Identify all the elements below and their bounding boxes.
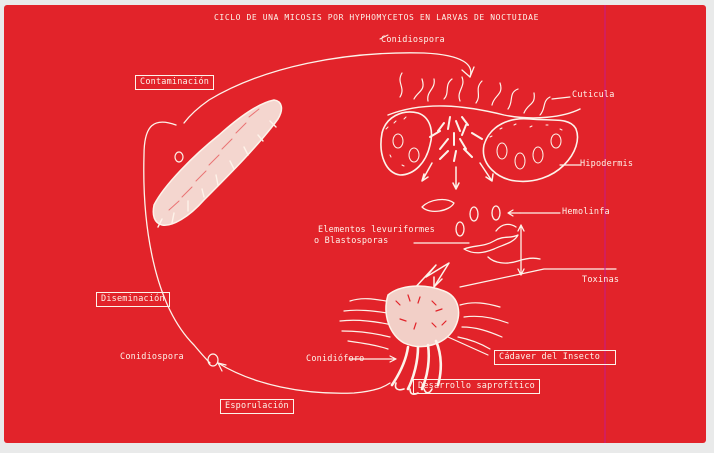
label-toxinas: Toxinas xyxy=(582,275,619,285)
label-elementos-line2: o Blastosporas xyxy=(314,236,388,246)
life-cycle-artwork xyxy=(4,5,706,443)
spore-dot-upper xyxy=(175,152,183,162)
stage-cadaver: Cádaver del Insecto xyxy=(494,350,616,365)
diagram-slide: CICLO DE UNA MICOSIS POR HYPHOMYCETOS EN… xyxy=(4,5,706,443)
diagram-title: CICLO DE UNA MICOSIS POR HYPHOMYCETOS EN… xyxy=(214,13,539,23)
cadaver-illustration xyxy=(340,286,508,394)
stage-desarrollo: Desarrollo saprofítico xyxy=(413,379,540,394)
larva-illustration xyxy=(153,100,281,227)
label-elementos-line1: Elementos levuriformes xyxy=(318,225,435,235)
label-cuticula: Cuticula xyxy=(572,90,615,100)
stage-diseminacion: Diseminación xyxy=(96,292,170,307)
stage-esporulacion: Esporulación xyxy=(220,399,294,414)
arrow-to-larva xyxy=(184,53,471,123)
arrow-esporulacion xyxy=(218,363,390,393)
label-conidiospora-top: Conidiospora xyxy=(381,35,445,45)
label-hemolinfa: Hemolinfa xyxy=(562,207,610,217)
blastospores xyxy=(414,200,560,275)
spore-dot-lower xyxy=(208,354,218,366)
label-hipodermis: Hipodermis xyxy=(580,159,633,169)
label-conidioforo: Conidióforo xyxy=(306,354,365,364)
stage-contaminacion: Contaminación xyxy=(135,75,214,90)
label-conidiospora-left: Conidiospora xyxy=(120,352,184,362)
cuticle-section xyxy=(381,73,580,189)
